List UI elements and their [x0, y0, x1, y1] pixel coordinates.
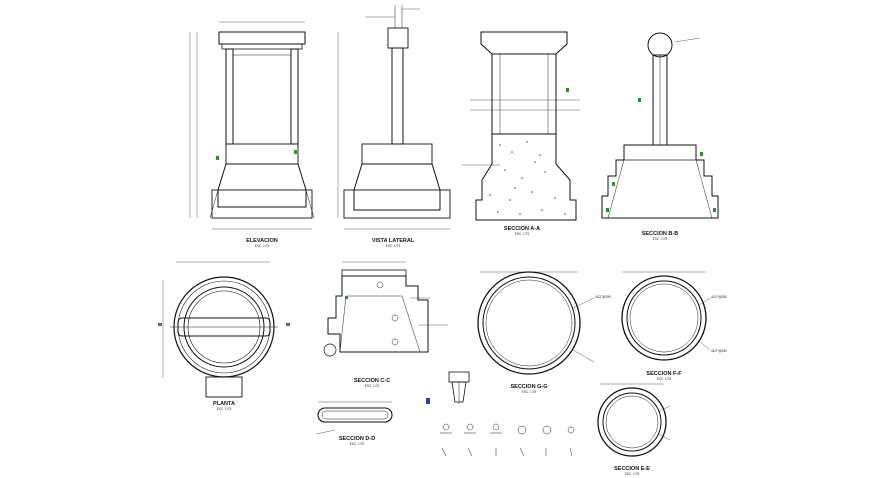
legend-symbols — [440, 423, 575, 457]
rebar-label-f: 41/2"@250 — [711, 295, 727, 299]
detail-legend — [426, 371, 575, 457]
seccion-ee-scale: ESC. 1/75 — [625, 472, 640, 476]
seccion-ff-title: SECCION F-F — [646, 371, 682, 377]
elevacion-scale: ESC. 1/75 — [255, 244, 270, 248]
seccion-ff-scale: ESC. 1/75 — [657, 377, 672, 381]
seccion-cc-title: SECCION C-C — [354, 378, 390, 384]
elevacion-title: ELEVACION — [246, 238, 278, 244]
seccion-bb-title: SECCION B-B — [642, 231, 678, 237]
vista-lateral-title: VISTA LATERAL — [372, 238, 415, 244]
elevacion-view: ELEVACION ESC. 1/75 — [189, 21, 315, 248]
seccion-aa-title: SECCION A-A — [504, 226, 540, 232]
seccion-dd-title: SECCION D-D — [339, 436, 375, 442]
seccion-ff-view: 41/2"@250 41/2"@250 SECCION F-F ESC. 1/7… — [621, 271, 727, 381]
seccion-gg-title: SECCION G-G — [511, 384, 548, 390]
seccion-gg-view: 41/2"@250 SECCION G-G ESC. 1/75 — [477, 271, 611, 394]
seccion-ee-view: SECCION E-E ESC. 1/75 — [597, 383, 671, 476]
rebar-label-g: 41/2"@250 — [595, 295, 611, 299]
rebar-label-f2: 41/2"@250 — [711, 349, 727, 353]
seccion-aa-view: SECCION A-A ESC. 1/75 — [462, 31, 580, 236]
seccion-gg-scale: ESC. 1/75 — [522, 390, 537, 394]
seccion-dd-scale: ESC. 1/75 — [350, 442, 365, 446]
seccion-cc-view: SECCION C-C ESC. 1/75 — [323, 261, 448, 388]
planta-view: PLANTA ESC. 1/75 — [158, 261, 290, 411]
seccion-bb-view: SECCION B-B ESC. 1/75 — [601, 32, 719, 241]
seccion-dd-view: SECCION D-D ESC. 1/75 — [315, 401, 393, 446]
seccion-bb-scale: ESC. 1/75 — [653, 237, 668, 241]
planta-title: PLANTA — [213, 401, 235, 407]
planta-scale: ESC. 1/75 — [217, 407, 232, 411]
vista-lateral-view: VISTA LATERAL ESC. 1/75 — [337, 5, 451, 248]
seccion-ee-title: SECCION E-E — [614, 466, 650, 472]
seccion-aa-scale: ESC. 1/75 — [515, 232, 530, 236]
seccion-cc-scale: ESC. 1/75 — [365, 384, 380, 388]
vista-lateral-scale: ESC. 1/75 — [386, 244, 401, 248]
